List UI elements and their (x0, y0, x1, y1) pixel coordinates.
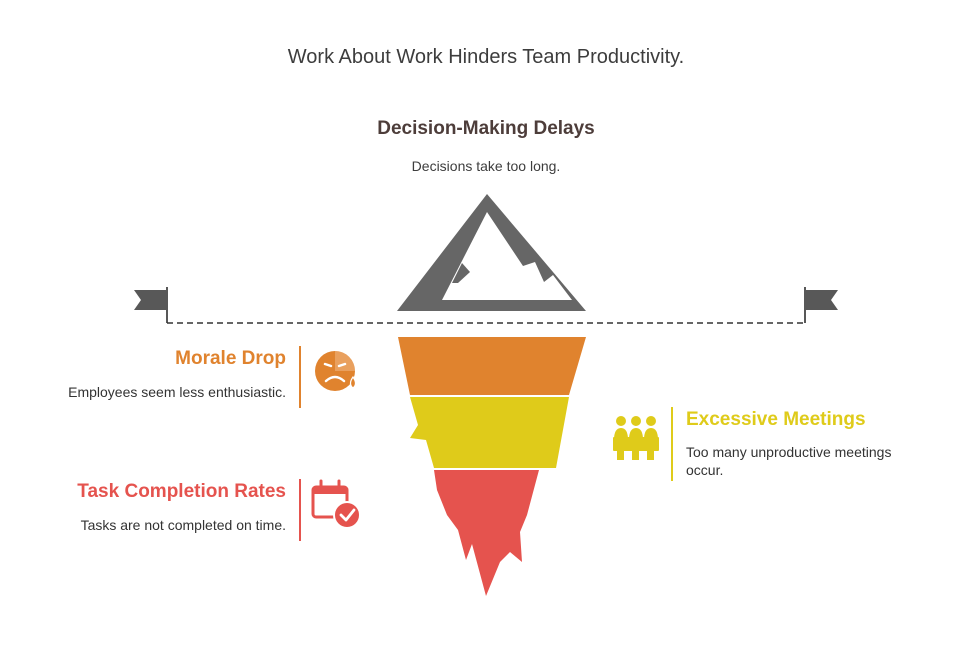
peak-description: Decisions take too long. (411, 158, 561, 174)
diagram-title: Work About Work Hinders Team Productivit… (287, 46, 685, 68)
peak-heading: Decision-Making Delays (377, 118, 595, 139)
sad-face-icon (315, 351, 357, 391)
layer-tasks (434, 470, 539, 596)
mountain-peak-icon (397, 194, 586, 311)
meeting-icon (613, 416, 659, 460)
excessive-meetings-heading: Excessive Meetings (686, 409, 866, 430)
excessive-meetings-block: Excessive Meetings Too many unproductive… (686, 409, 926, 479)
morale-drop-block: Morale Drop Employees seem less enthusia… (68, 348, 286, 400)
task-completion-divider (299, 479, 301, 541)
task-completion-description: Tasks are not completed on time. (80, 517, 286, 533)
morale-drop-description: Employees seem less enthusiastic. (68, 384, 286, 400)
left-flag-icon (134, 287, 168, 323)
morale-drop-divider (299, 346, 301, 408)
layer-morale (398, 337, 586, 395)
task-completion-block: Task Completion Rates Tasks are not comp… (77, 481, 286, 533)
excessive-meetings-divider (671, 407, 673, 481)
task-completion-heading: Task Completion Rates (77, 481, 286, 502)
calendar-check-icon (311, 479, 361, 529)
morale-drop-heading: Morale Drop (175, 348, 286, 369)
right-flag-icon (804, 287, 838, 323)
layer-meetings (410, 397, 569, 468)
excessive-meetings-description: Too many unproductive meetings occur. (686, 444, 892, 478)
